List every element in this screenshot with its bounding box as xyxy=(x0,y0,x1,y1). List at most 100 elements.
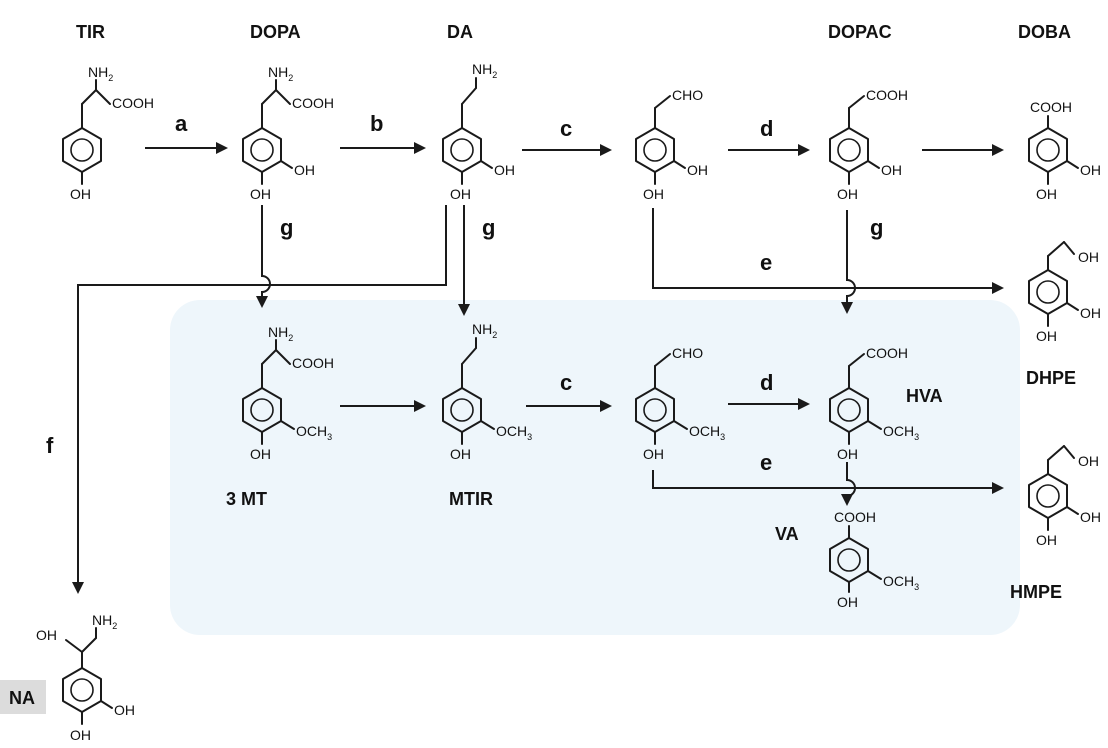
na-side-hydroxyl: OH xyxy=(36,627,57,643)
step-a: a xyxy=(175,111,188,136)
3mt-carboxyl: COOH xyxy=(292,355,334,371)
label-dhpe: DHPE xyxy=(1026,368,1076,388)
structure-3mt: NH2 COOH OCH3 OH xyxy=(242,324,334,462)
tir-amine: NH2 xyxy=(88,64,113,83)
mtir-amine: NH2 xyxy=(472,321,497,340)
na-amine: NH2 xyxy=(92,612,117,631)
mtir-methoxy: OCH3 xyxy=(496,423,532,442)
arrowhead-dopac-doba xyxy=(992,144,1004,156)
step-e-top: e xyxy=(760,250,772,275)
dhpe-hydroxyl-4: OH xyxy=(1036,328,1057,344)
arrowhead-e-bottom xyxy=(992,482,1004,494)
aldehyde-bottom-methoxy: OCH3 xyxy=(689,423,725,442)
background-wash xyxy=(170,300,1020,635)
mtir-hydroxyl: OH xyxy=(450,446,471,462)
3mt-hydroxyl: OH xyxy=(250,446,271,462)
hmpe-side-hydroxyl: OH xyxy=(1078,453,1099,469)
arrowhead-c-top xyxy=(600,144,612,156)
dhpe-side-hydroxyl: OH xyxy=(1078,249,1099,265)
arrowhead-hva-va xyxy=(841,494,853,506)
hva-carboxyl: COOH xyxy=(866,345,908,361)
aldehyde-top-hydroxyl-4: OH xyxy=(643,186,664,202)
hva-hydroxyl: OH xyxy=(837,446,858,462)
doba-hydroxyl-4: OH xyxy=(1036,186,1057,202)
na-hydroxyl-4: OH xyxy=(70,727,91,743)
step-c-top: c xyxy=(560,116,572,141)
arrowhead-3mt-mtir xyxy=(414,400,426,412)
arrowhead-b xyxy=(414,142,426,154)
arrow-e-top xyxy=(652,208,994,289)
step-g-dopa: g xyxy=(280,215,293,240)
3mt-amine: NH2 xyxy=(268,324,293,343)
arrowhead-c-bottom xyxy=(600,400,612,412)
aldehyde-top-hydroxyl-3: OH xyxy=(687,162,708,178)
doba-carboxyl: COOH xyxy=(1030,99,1072,115)
label-dopa: DOPA xyxy=(250,22,301,42)
na-hydroxyl-3: OH xyxy=(114,702,135,718)
step-f: f xyxy=(46,433,54,458)
da-amine: NH2 xyxy=(472,61,497,80)
step-d-top: d xyxy=(760,116,773,141)
label-tir: TIR xyxy=(76,22,105,42)
step-e-bottom: e xyxy=(760,450,772,475)
structure-hmpe: OH OH OH xyxy=(1028,445,1101,548)
label-mtir: MTIR xyxy=(449,489,493,509)
da-hydroxyl-4: OH xyxy=(450,186,471,202)
arrow-e-bottom xyxy=(652,470,994,489)
arrowhead-d-top xyxy=(798,144,810,156)
dopac-carboxyl: COOH xyxy=(866,87,908,103)
arrow-f xyxy=(77,205,447,582)
doba-hydroxyl-3: OH xyxy=(1080,162,1101,178)
hmpe-hydroxyl-3: OH xyxy=(1080,509,1101,525)
arrowhead-e-top xyxy=(992,282,1004,294)
structure-dopac: COOH OH OH xyxy=(829,87,908,202)
dopac-hydroxyl-4: OH xyxy=(837,186,858,202)
step-b: b xyxy=(370,111,383,136)
label-doba: DOBA xyxy=(1018,22,1071,42)
label-hmpe: HMPE xyxy=(1010,582,1062,602)
label-na: NA xyxy=(9,688,35,708)
aldehyde-bottom-hydroxyl: OH xyxy=(643,446,664,462)
tir-hydroxyl: OH xyxy=(70,186,91,202)
dopa-amine: NH2 xyxy=(268,64,293,83)
step-g-da: g xyxy=(482,215,495,240)
dopac-hydroxyl-3: OH xyxy=(881,162,902,178)
arrowhead-g-dopa xyxy=(256,296,268,308)
arrowhead-g-da xyxy=(458,304,470,316)
tir-carboxyl: COOH xyxy=(112,95,154,111)
arrowhead-g-dopac xyxy=(841,302,853,314)
label-hva: HVA xyxy=(906,386,943,406)
structure-aldehyde-top: CHO OH OH xyxy=(635,87,708,202)
dopa-carboxyl: COOH xyxy=(292,95,334,111)
structure-dhpe: OH OH OH xyxy=(1028,241,1101,344)
step-g-dopac: g xyxy=(870,215,883,240)
dopa-hydroxyl-3: OH xyxy=(294,162,315,178)
dhpe-hydroxyl-3: OH xyxy=(1080,305,1101,321)
dopa-hydroxyl-4: OH xyxy=(250,186,271,202)
3mt-methoxy: OCH3 xyxy=(296,423,332,442)
step-c-bottom: c xyxy=(560,370,572,395)
structure-dopa: NH2 COOH OH OH xyxy=(242,64,334,202)
label-3mt: 3 MT xyxy=(226,489,267,509)
arrowhead-a xyxy=(216,142,228,154)
va-methoxy: OCH3 xyxy=(883,573,919,592)
structure-aldehyde-bottom: CHO OCH3 OH xyxy=(635,345,725,462)
va-carboxyl: COOH xyxy=(834,509,876,525)
na-label-box xyxy=(0,680,46,714)
label-dopac: DOPAC xyxy=(828,22,892,42)
structure-doba: COOH OH OH xyxy=(1028,99,1101,202)
structure-mtir: NH2 OCH3 OH xyxy=(442,321,532,462)
step-d-bottom: d xyxy=(760,370,773,395)
arrowhead-f xyxy=(72,582,84,594)
aldehyde-top-cho: CHO xyxy=(672,87,703,103)
aldehyde-bottom-cho: CHO xyxy=(672,345,703,361)
arrow-g-dopac xyxy=(846,210,856,304)
label-da: DA xyxy=(447,22,473,42)
hmpe-hydroxyl-4: OH xyxy=(1036,532,1057,548)
structure-na: OH NH2 OH OH xyxy=(36,612,135,743)
arrowhead-d-bottom xyxy=(798,398,810,410)
f-label-box xyxy=(40,428,70,462)
da-hydroxyl-3: OH xyxy=(494,162,515,178)
